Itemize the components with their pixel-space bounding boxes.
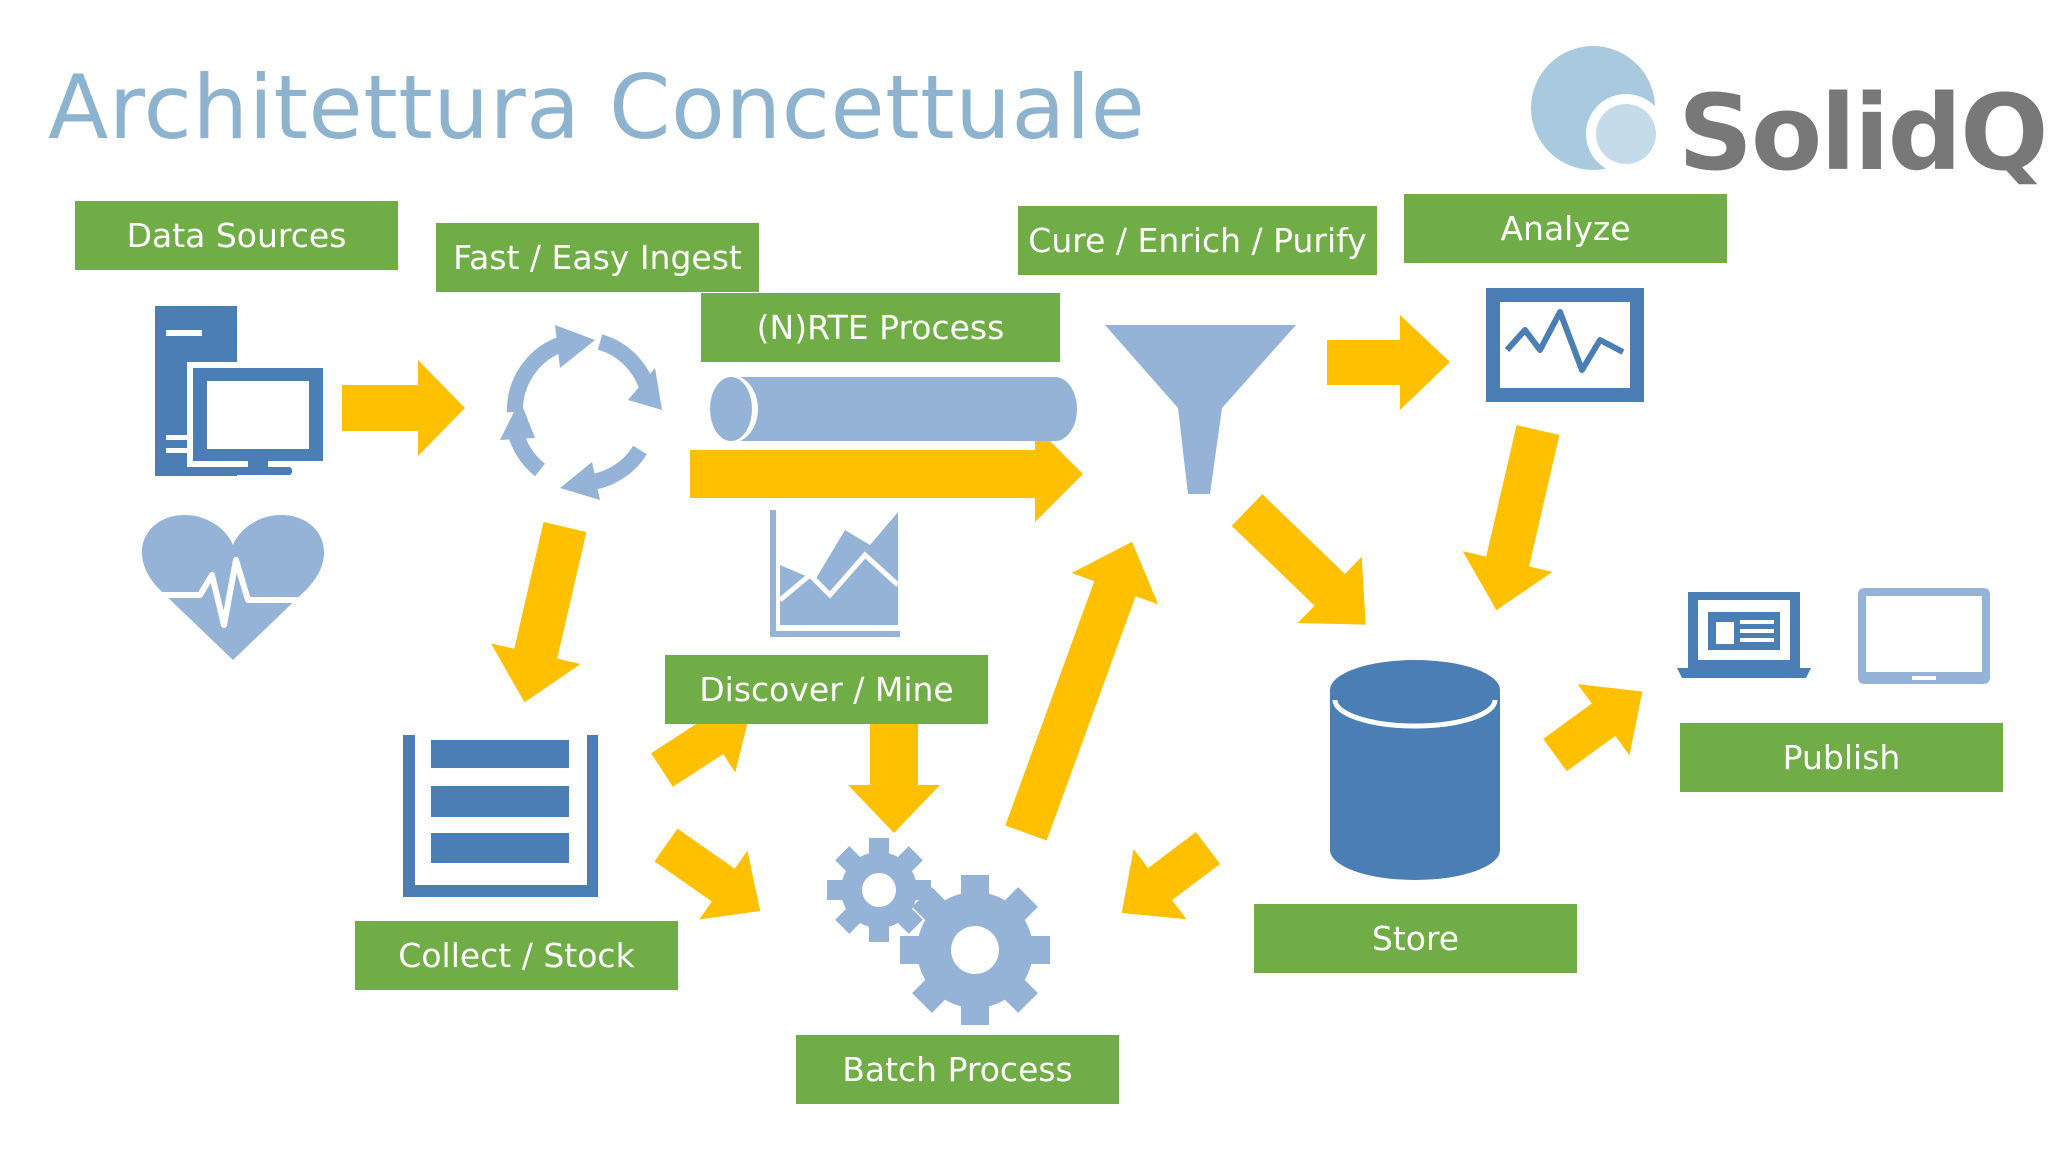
refresh-cycle-icon bbox=[506, 334, 658, 492]
label-publish: Publish bbox=[1680, 723, 2003, 792]
arrow-ingest-to-collect bbox=[490, 522, 587, 703]
heart-pulse-icon bbox=[141, 515, 325, 660]
arrow-ingest-to-process bbox=[690, 426, 1083, 522]
slide-title: Architettura Concettuale bbox=[48, 56, 1146, 159]
database-cylinder-icon bbox=[1330, 660, 1500, 880]
arrow-cure-to-store bbox=[1231, 494, 1366, 625]
arrow-store-to-batch bbox=[1121, 832, 1221, 920]
arrow-discover-to-batch bbox=[848, 712, 940, 833]
arrow-cure-to-analyze bbox=[1327, 315, 1450, 410]
tablet-icon bbox=[1858, 588, 1990, 684]
laptop-icon bbox=[1677, 592, 1811, 678]
label-batch-process: Batch Process bbox=[796, 1035, 1119, 1104]
funnel-icon bbox=[1105, 325, 1296, 494]
monitor-waveform-icon bbox=[1486, 288, 1644, 402]
arrow-sources-to-ingest bbox=[342, 360, 465, 456]
gears-icon bbox=[827, 838, 1050, 1025]
label-nrte-process: (N)RTE Process bbox=[701, 293, 1060, 362]
arrow-collect-to-batch bbox=[654, 828, 761, 920]
arrow-batch-to-cure bbox=[1005, 541, 1159, 841]
stacked-boxes-icon bbox=[403, 735, 598, 897]
arrow-store-to-publish bbox=[1543, 684, 1643, 772]
server-computer-icon bbox=[155, 306, 327, 476]
label-store: Store bbox=[1254, 904, 1577, 973]
label-analyze: Analyze bbox=[1404, 194, 1727, 263]
solidq-logo-icon bbox=[1531, 46, 1666, 174]
arrow-analyze-to-store bbox=[1462, 425, 1560, 611]
solidq-logo-text: SolidQ bbox=[1678, 72, 2048, 194]
pipe-icon bbox=[704, 375, 1077, 443]
label-data-sources: Data Sources bbox=[75, 201, 398, 270]
area-chart-icon bbox=[770, 510, 900, 637]
label-discover-mine: Discover / Mine bbox=[665, 655, 988, 724]
label-fast-easy-ingest: Fast / Easy Ingest bbox=[436, 223, 759, 292]
label-collect-stock: Collect / Stock bbox=[355, 921, 678, 990]
label-cure-enrich-purify: Cure / Enrich / Purify bbox=[1018, 206, 1377, 275]
